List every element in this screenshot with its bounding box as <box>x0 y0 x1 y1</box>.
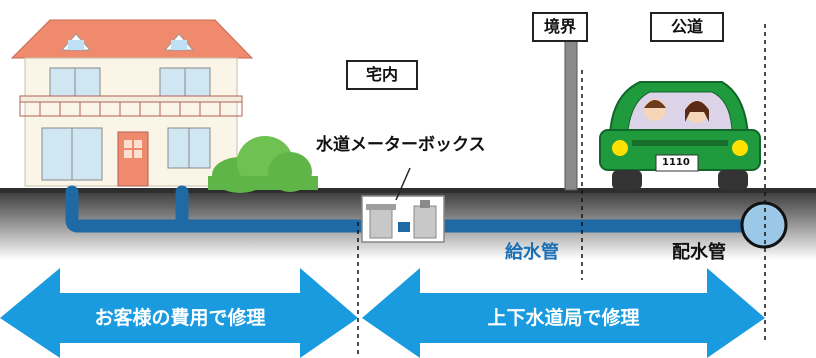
meter-box-label: 水道メーターボックス <box>316 135 486 155</box>
meter-pointer-line <box>395 167 411 201</box>
customer-cost-arrow <box>0 268 358 358</box>
car-illustration <box>599 81 761 190</box>
public-road-label: 公道 <box>650 12 724 42</box>
customer-cost-text: お客様の費用で修理 <box>94 307 266 329</box>
boundary-label: 境界 <box>532 12 588 42</box>
service-pipe <box>65 185 767 233</box>
meter-box-illustration <box>361 195 445 243</box>
boundary-post <box>564 39 578 191</box>
service-pipe-label: 給水管 <box>505 242 559 263</box>
house-illustration <box>10 19 254 187</box>
ground-surface <box>0 188 816 193</box>
waterworks-bureau-arrow <box>362 268 765 358</box>
waterworks-bureau-text: 上下水道局で修理 <box>487 307 640 329</box>
distribution-main-label: 配水管 <box>672 242 726 263</box>
license-plate-number: 1110 <box>662 157 690 168</box>
distribution-main-circle <box>740 201 788 249</box>
premises-label: 宅内 <box>346 60 418 90</box>
bush-illustration <box>208 136 318 193</box>
dashed-dividers <box>357 24 766 358</box>
